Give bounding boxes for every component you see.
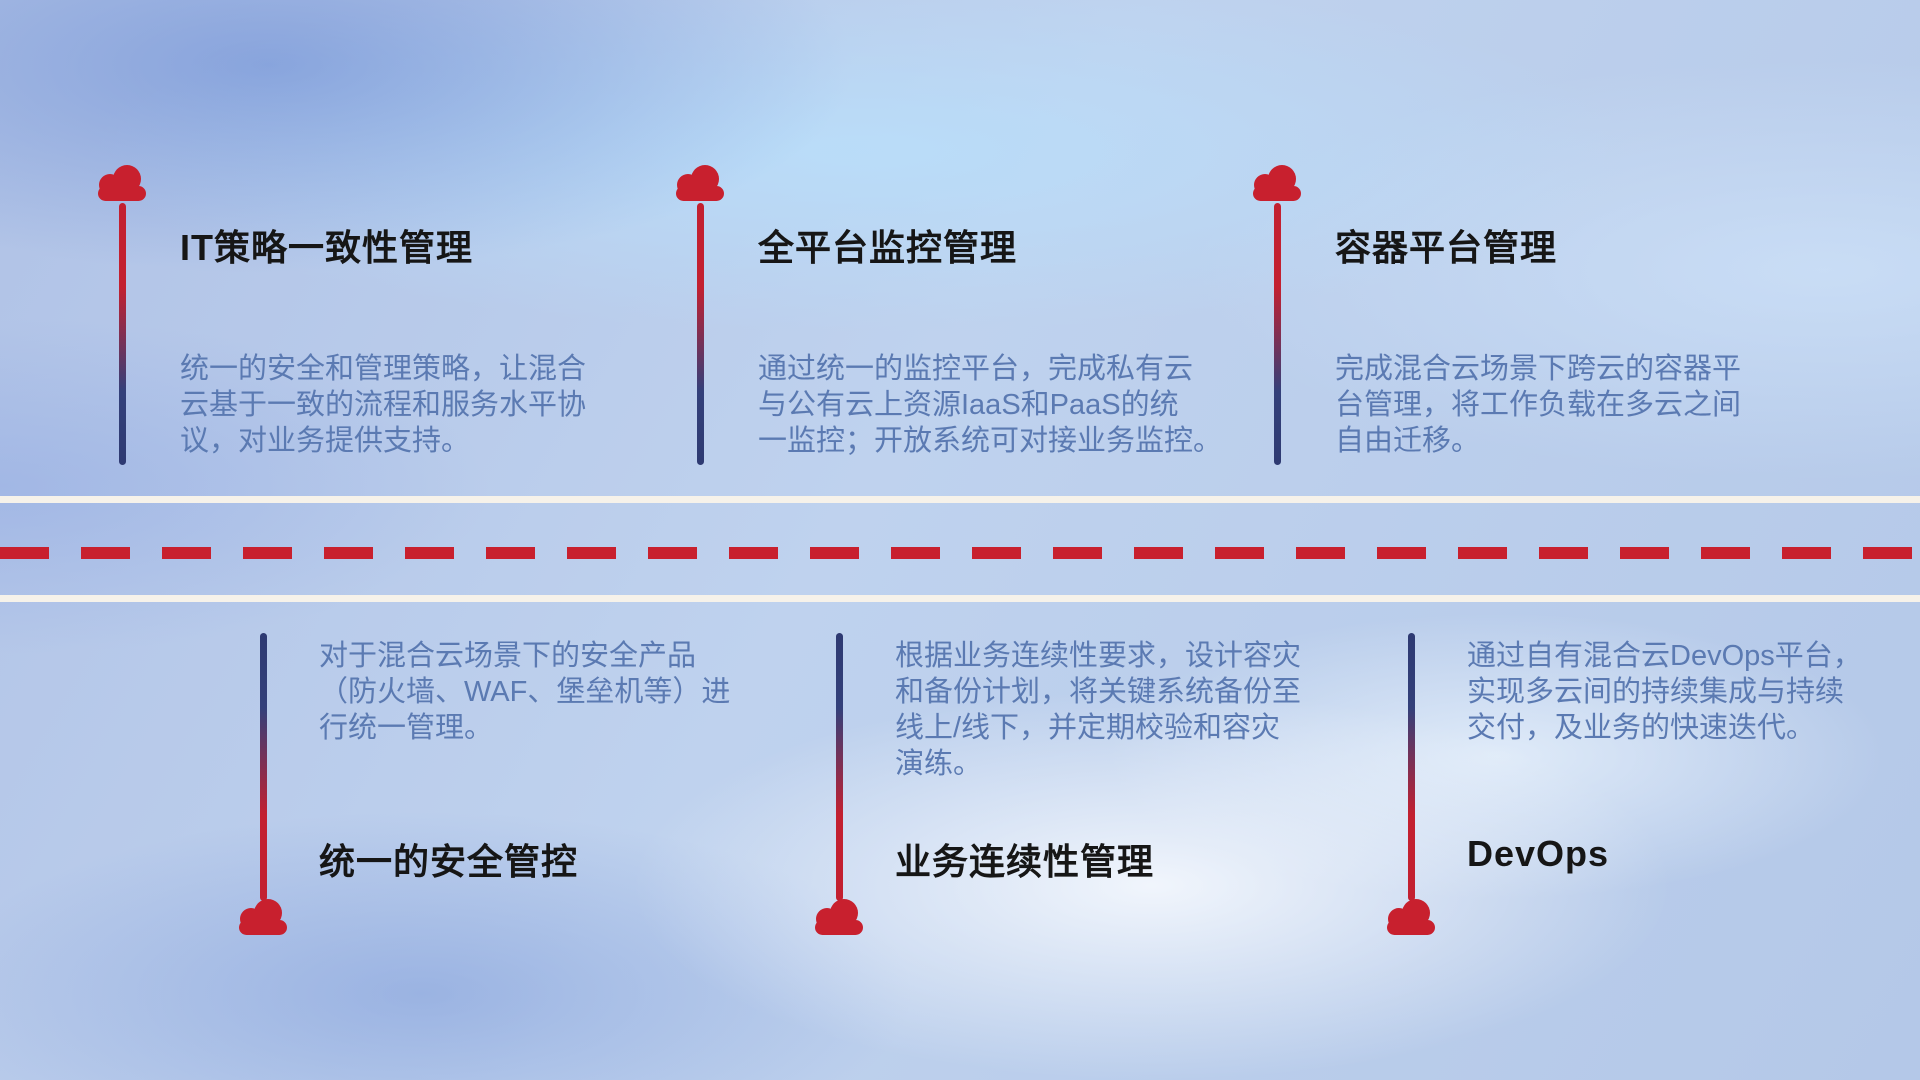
feature-description: 完成混合云场景下跨云的容器平 台管理，将工作负载在多云之间 自由迁移。	[1335, 353, 1742, 457]
road-dashed-centerline	[0, 547, 1920, 559]
road-line-upper	[0, 496, 1920, 503]
feature-description: 对于混合云场景下的安全产品 （防火墙、WAF、堡垒机等）进 行统一管理。	[319, 640, 731, 744]
road-line-lower	[0, 595, 1920, 602]
connector-line	[696, 203, 704, 465]
feature-description: 通过自有混合云DevOps平台， 实现多云间的持续集成与持续 交付，及业务的快速…	[1467, 640, 1862, 744]
cloud-icon	[236, 897, 290, 935]
cloud-icon	[95, 163, 149, 201]
feature-description: 根据业务连续性要求，设计容灾 和备份计划，将关键系统备份至 线上/线下，并定期校…	[895, 640, 1302, 780]
connector-line	[1407, 633, 1415, 901]
cloud-icon	[1250, 163, 1304, 201]
cloud-icon	[812, 897, 866, 935]
connector-line	[835, 633, 843, 901]
connector-line	[1273, 203, 1281, 465]
cloud-icon	[673, 163, 727, 201]
feature-title: 业务连续性管理	[895, 841, 1155, 882]
feature-title: IT策略一致性管理	[180, 227, 473, 268]
cloud-icon	[1384, 897, 1438, 935]
feature-description: 通过统一的监控平台，完成私有云 与公有云上资源IaaS和PaaS的统 一监控；开…	[758, 353, 1223, 457]
feature-title: 全平台监控管理	[758, 227, 1018, 268]
feature-title: DevOps	[1467, 833, 1610, 874]
connector-line	[259, 633, 267, 901]
connector-line	[118, 203, 126, 465]
feature-title: 统一的安全管控	[319, 841, 579, 882]
feature-description: 统一的安全和管理策略，让混合 云基于一致的流程和服务水平协 议，对业务提供支持。	[180, 353, 587, 457]
feature-title: 容器平台管理	[1335, 227, 1558, 268]
